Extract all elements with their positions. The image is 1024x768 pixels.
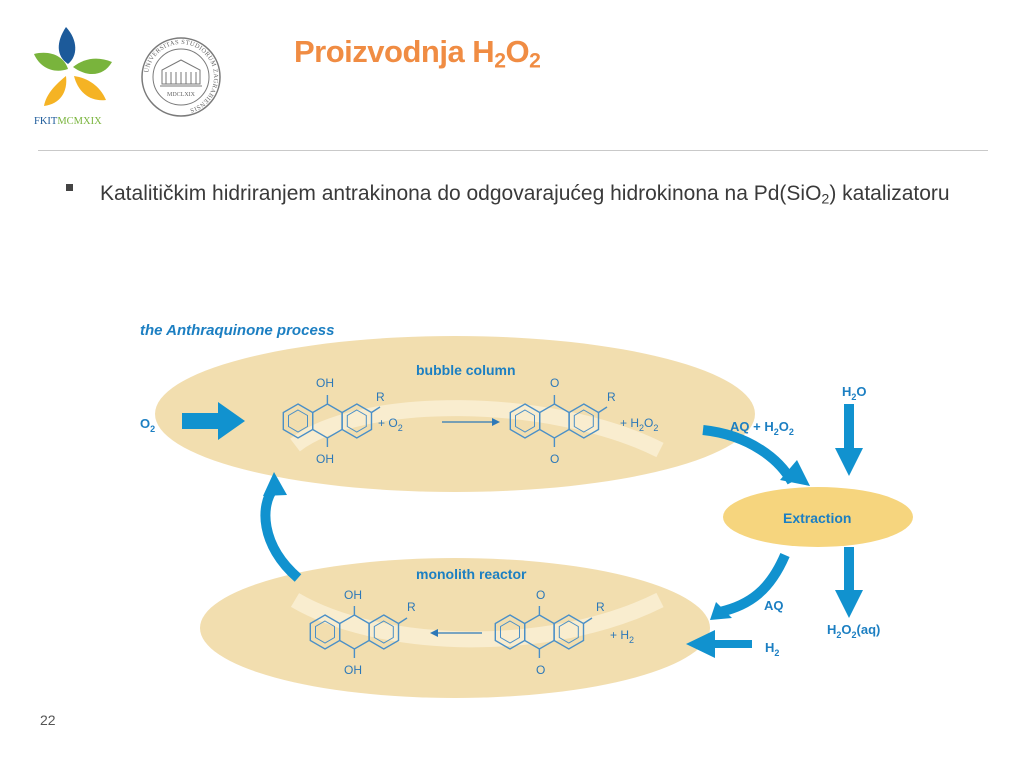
logo-wordmark-fkit: FKIT — [34, 116, 58, 127]
diagram-title: the Anthraquinone process — [140, 322, 334, 339]
aq-h2o2-arrowhead — [780, 460, 810, 486]
bullet-text-b: ) katalizatoru — [829, 182, 950, 205]
aq-label: AQ — [764, 598, 784, 613]
h2o-inlet-label: H2O — [842, 384, 867, 402]
bullet-sub: 2 — [821, 191, 830, 208]
recycle-arrowhead — [263, 472, 287, 496]
oh-label-bottom-1: OH — [344, 588, 362, 602]
r-label-bottom-2: R — [596, 600, 605, 614]
inner-loop — [290, 400, 664, 648]
fkit-logo: FKITMCMXIX — [34, 27, 112, 127]
bullet-square-icon — [66, 184, 73, 191]
monolith-reactor-ellipse — [200, 558, 710, 698]
r-label-top-2: R — [607, 390, 616, 404]
title-main: Proizvodnja H — [294, 34, 495, 69]
o-label-bottom-1: O — [536, 588, 545, 602]
r-label-top-1: R — [376, 390, 385, 404]
anthraquinone-process-diagram: the Anthraquinone process bubble column … — [140, 322, 913, 698]
header-divider — [38, 150, 988, 151]
aq-return-arrowhead — [710, 602, 732, 620]
logo-wordmark-year: MCMXIX — [57, 116, 102, 127]
h2o2-aq-label: H2O2(aq) — [827, 622, 880, 640]
h2o-inlet-arrow — [835, 404, 863, 476]
plus-h2-label: + H2 — [610, 628, 634, 645]
reaction-arrow-top — [442, 418, 500, 426]
recycle-flow — [260, 484, 302, 582]
monolith-reactor-label: monolith reactor — [416, 566, 527, 582]
h2-inlet-label: H2 — [765, 640, 779, 658]
seal-building-icon — [160, 59, 202, 87]
page-title: Proizvodnja H2O2 — [294, 34, 541, 73]
oh-label-bottom-2: OH — [344, 663, 362, 677]
logo-leaf-green-left — [34, 52, 68, 71]
bullet-text: Katalitičkim hidriranjem antrakinona do … — [100, 178, 1010, 216]
title-mid: O — [505, 34, 530, 69]
oh-label-top-1: OH — [316, 376, 334, 390]
plus-h2o2-label: + H2O2 — [620, 416, 658, 433]
o-label-top-1: O — [550, 376, 559, 390]
extraction-label: Extraction — [783, 510, 851, 526]
university-seal: UNIVERSITAS STUDIORUM ZAGRABIENSIS MDCLX… — [141, 37, 221, 117]
r-label-bottom-1: R — [407, 600, 416, 614]
aq-h2o2-label: AQ + H2O2 — [730, 419, 794, 437]
svg-text:FKITMCMXIX: FKITMCMXIX — [34, 116, 102, 127]
bullet-text-a: Katalitičkim hidriranjem antrakinona do … — [100, 182, 822, 205]
logo-leaf-blue — [58, 27, 76, 64]
o-label-top-2: O — [550, 452, 559, 466]
reaction-arrow-bottom — [430, 629, 482, 637]
page-number: 22 — [40, 712, 56, 728]
title-sub-2: 2 — [529, 49, 541, 73]
o2-inlet-arrow — [182, 402, 245, 440]
h2-inlet-arrow — [686, 630, 752, 658]
logo-leaf-green-right — [73, 58, 112, 75]
aq-return-flow — [718, 552, 790, 617]
o2-inlet-label: O2 — [140, 416, 155, 434]
oh-label-top-2: OH — [316, 452, 334, 466]
extraction-outlet-arrow — [835, 547, 863, 618]
extraction-ellipse — [723, 487, 913, 547]
bubble-column-label: bubble column — [416, 362, 516, 378]
o-label-bottom-2: O — [536, 663, 545, 677]
logo-leaf-yellow-right — [74, 76, 106, 101]
seal-year: MDCLXIX — [167, 92, 196, 98]
logo-leaf-yellow-left — [44, 76, 67, 106]
title-sub-1: 2 — [494, 49, 506, 73]
plus-o2-label: + O2 — [378, 416, 403, 433]
